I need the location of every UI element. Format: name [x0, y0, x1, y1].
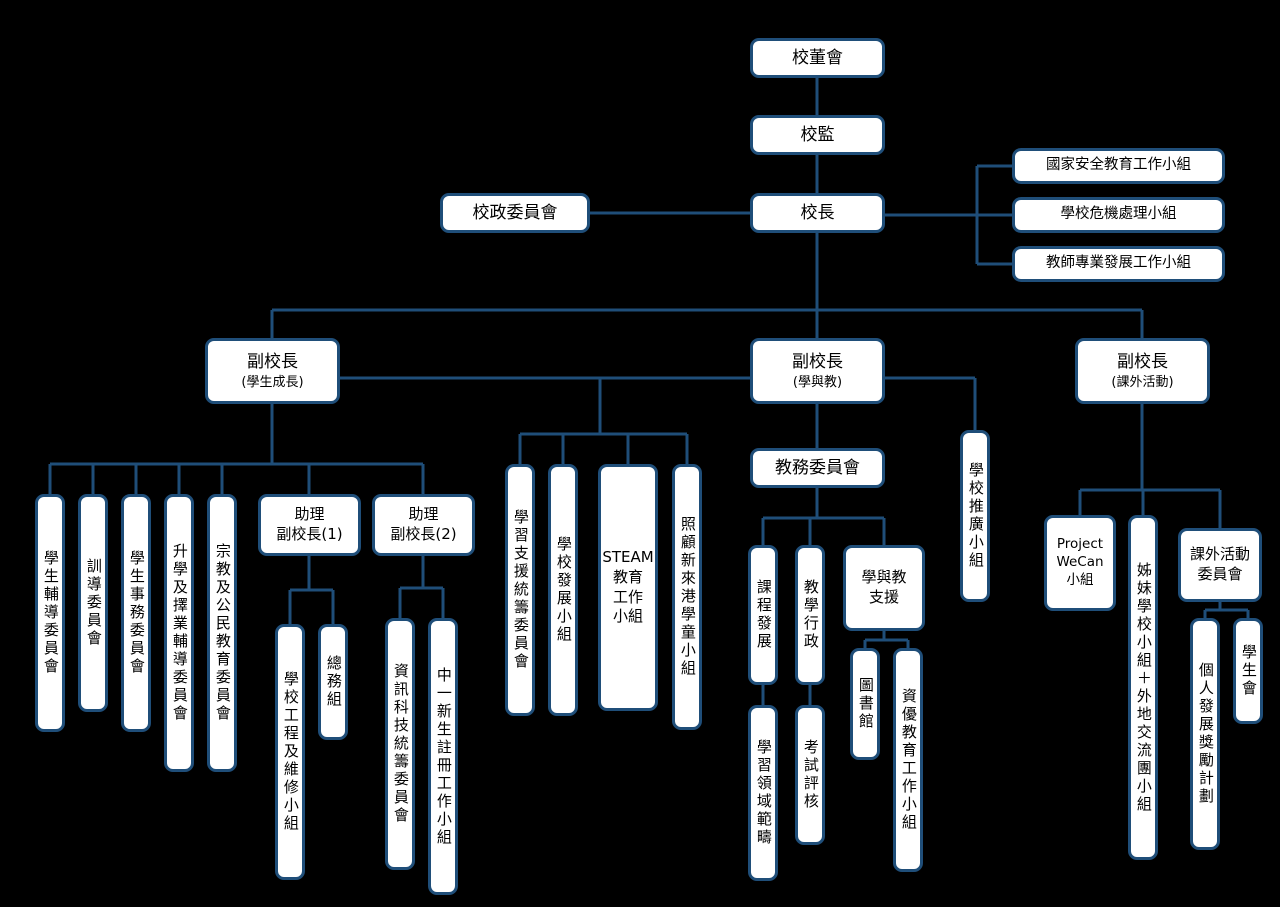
- node-newly-arrived: 照顧新來港學童小組: [672, 464, 702, 730]
- vp-learning-teaching-sublabel: (學與教): [792, 374, 843, 390]
- node-s1-registration: 中一新生註冊工作小組: [428, 618, 458, 895]
- vp-student-growth-label: 副校長: [247, 352, 298, 373]
- node-discipline: 訓導委員會: [78, 494, 108, 712]
- node-assistant-vp1: 助理 副校長(1): [258, 494, 361, 556]
- node-curriculum-dev: 課程發展: [748, 545, 778, 685]
- node-gifted-education: 資優教育工作小組: [893, 648, 923, 872]
- vp-learning-teaching-label: 副校長: [792, 352, 843, 373]
- node-sister-schools: 姊妹學校小組＋外地交流團小組: [1128, 515, 1158, 860]
- node-student-association: 學生會: [1233, 618, 1263, 724]
- node-religious-civic: 宗教及公民教育委員會: [207, 494, 237, 772]
- node-academic-committee: 教務委員會: [750, 448, 885, 488]
- node-teacher-dev-group: 教師專業發展工作小組: [1012, 246, 1225, 282]
- vp-extracurricular-sublabel: (課外活動): [1111, 374, 1174, 390]
- node-student-affairs: 學生事務委員會: [121, 494, 151, 732]
- node-student-counseling: 學生輔導委員會: [35, 494, 65, 732]
- node-vp-extracurricular: 副校長 (課外活動): [1075, 338, 1210, 404]
- node-vp-student-growth: 副校長 (學生成長): [205, 338, 340, 404]
- node-principal: 校長: [750, 193, 885, 233]
- node-assistant-vp2: 助理 副校長(2): [372, 494, 475, 556]
- node-teaching-admin: 教學行政: [795, 545, 825, 685]
- node-it-committee: 資訊科技統籌委員會: [385, 618, 415, 870]
- node-kla: 學習領域範疇: [748, 705, 778, 881]
- node-school-admin-committee: 校政委員會: [440, 193, 590, 233]
- node-general-affairs: 總務組: [318, 624, 348, 740]
- node-library: 圖書館: [850, 648, 880, 760]
- node-vp-learning-teaching: 副校長 (學與教): [750, 338, 885, 404]
- node-steam-group: STEAM 教育 工作 小組: [598, 464, 658, 711]
- node-school-promotion: 學校推廣小組: [960, 430, 990, 602]
- node-works-maintenance: 學校工程及維修小組: [275, 624, 305, 880]
- vp-student-growth-sublabel: (學生成長): [241, 374, 304, 390]
- node-project-wecan: Project WeCan 小組: [1044, 515, 1116, 611]
- node-crisis-group: 學校危機處理小組: [1012, 197, 1225, 233]
- node-careers-guidance: 升學及擇業輔導委員會: [164, 494, 194, 772]
- node-supervisor: 校監: [750, 115, 885, 155]
- vp-extracurricular-label: 副校長: [1117, 352, 1168, 373]
- node-exam-assessment: 考試評核: [795, 705, 825, 845]
- node-board: 校董會: [750, 38, 885, 78]
- node-learning-support: 學習支援統籌委員會: [505, 464, 535, 716]
- node-national-security-group: 國家安全教育工作小組: [1012, 148, 1225, 184]
- node-personal-dev-award: 個人發展獎勵計劃: [1190, 618, 1220, 850]
- node-school-development: 學校發展小組: [548, 464, 578, 716]
- node-eca-committee: 課外活動 委員會: [1178, 528, 1262, 602]
- node-lt-support: 學與教 支援: [843, 545, 925, 631]
